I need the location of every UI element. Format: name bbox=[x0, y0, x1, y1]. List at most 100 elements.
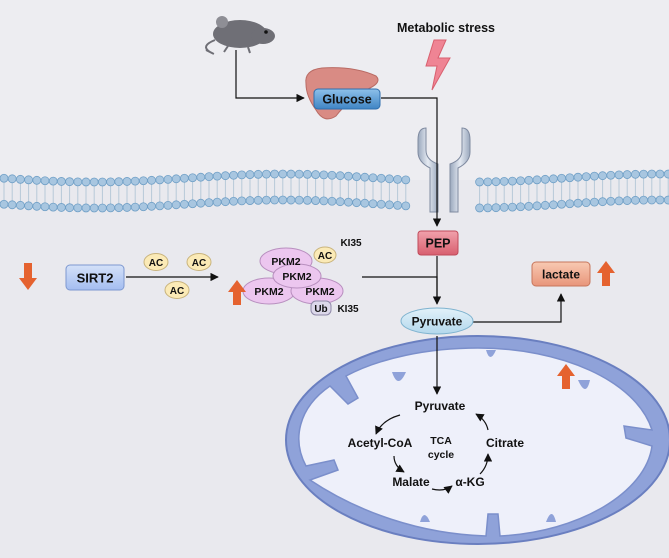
lipid-head bbox=[270, 169, 280, 179]
lipid-head bbox=[278, 169, 288, 179]
pep-label: PEP bbox=[425, 237, 450, 251]
lipid-head bbox=[311, 196, 321, 205]
lipid-head bbox=[261, 195, 271, 205]
lipid-head bbox=[508, 176, 517, 186]
lipid-head bbox=[147, 175, 157, 185]
ub-label: Ub bbox=[314, 304, 327, 315]
lipid-head bbox=[73, 203, 83, 213]
lipid-head bbox=[491, 177, 501, 187]
lipid-head bbox=[114, 177, 124, 187]
lipid-head bbox=[261, 169, 271, 179]
lipid-head bbox=[663, 169, 669, 179]
lipid-head bbox=[524, 201, 534, 211]
lipid-head bbox=[557, 173, 566, 183]
acetyl-coa-label: Acetyl-CoA bbox=[348, 436, 413, 450]
lipid-head bbox=[384, 200, 394, 210]
lipid-head bbox=[376, 173, 386, 183]
lipid-head bbox=[7, 174, 17, 184]
svg-text:AC: AC bbox=[149, 258, 163, 269]
lipid-head bbox=[220, 197, 230, 207]
lipid-head bbox=[155, 175, 165, 185]
lipid-head bbox=[606, 196, 616, 206]
lipid-head bbox=[302, 169, 312, 179]
lipid-head bbox=[532, 175, 542, 185]
pkm2-label: PKM2 bbox=[282, 271, 311, 283]
lipid-head bbox=[475, 177, 485, 187]
lipid-head bbox=[606, 170, 616, 180]
lactate-box: lactate bbox=[531, 261, 591, 287]
tca-arrow-4 bbox=[479, 453, 493, 475]
pkm2-to-pathway-line bbox=[362, 276, 438, 300]
lipid-head bbox=[360, 198, 370, 208]
lipid-head bbox=[401, 175, 411, 185]
lipid-head bbox=[376, 199, 386, 209]
lipid-head bbox=[122, 203, 132, 212]
tca-label: TCA bbox=[430, 435, 452, 447]
lipid-head bbox=[188, 173, 198, 183]
lipid-head bbox=[98, 203, 107, 213]
lipid-head bbox=[647, 169, 657, 179]
lipid-head bbox=[352, 198, 362, 208]
lipid-head bbox=[335, 171, 345, 181]
lipid-head bbox=[639, 195, 648, 205]
lipid-head bbox=[368, 173, 378, 183]
lipid-head bbox=[401, 201, 411, 211]
lipid-head bbox=[499, 203, 509, 212]
lipid-head bbox=[253, 169, 263, 179]
lipid-head bbox=[65, 203, 74, 213]
glucose-label: Glucose bbox=[322, 93, 371, 107]
sirt2-label: SIRT2 bbox=[77, 271, 114, 286]
lipid-head bbox=[475, 203, 485, 213]
lipid-head bbox=[655, 195, 665, 205]
pkm2-tetramer: PKM2 PKM2 PKM2 PKM2 AC Ub KI35 KI35 bbox=[242, 238, 362, 316]
lipid-head bbox=[598, 197, 607, 207]
lipid-head bbox=[15, 174, 25, 184]
lipid-head bbox=[483, 203, 493, 213]
pep-box: PEP bbox=[417, 230, 459, 256]
lipid-head bbox=[516, 176, 525, 186]
svg-text:AC: AC bbox=[170, 286, 184, 297]
mouse-to-glucose-arrow bbox=[235, 50, 305, 103]
lipid-head bbox=[32, 201, 42, 211]
lipid-head bbox=[114, 203, 124, 213]
lipid-head bbox=[155, 201, 165, 211]
lipid-head bbox=[663, 195, 669, 205]
lipid-head bbox=[311, 170, 321, 179]
lipid-head bbox=[89, 177, 99, 187]
lipid-head bbox=[581, 198, 591, 208]
lipid-head bbox=[130, 202, 140, 212]
lipid-head bbox=[15, 200, 25, 210]
lipid-head bbox=[319, 196, 329, 206]
lipid-head bbox=[229, 196, 239, 206]
lipid-head bbox=[360, 172, 370, 182]
ub-tag bbox=[310, 300, 332, 316]
lipid-head bbox=[327, 196, 337, 206]
lipid-head bbox=[631, 169, 640, 179]
ki35-label: KI35 bbox=[340, 238, 362, 249]
tca-arrow-5 bbox=[475, 413, 489, 431]
lipid-head bbox=[393, 174, 403, 184]
lipid-head bbox=[212, 171, 222, 181]
up-arrow-icon bbox=[597, 261, 615, 286]
lipid-head bbox=[179, 173, 189, 183]
lipid-head bbox=[229, 170, 239, 180]
lipid-head bbox=[81, 203, 91, 213]
lipid-head bbox=[516, 202, 525, 212]
lipid-head bbox=[106, 177, 115, 187]
lipid-head bbox=[532, 201, 542, 211]
lipid-head bbox=[590, 197, 599, 207]
lipid-head bbox=[130, 176, 140, 186]
lipid-head bbox=[614, 196, 624, 206]
lipid-head bbox=[655, 169, 665, 179]
akg-label: α-KG bbox=[455, 475, 484, 489]
lipid-head bbox=[32, 175, 42, 185]
lipid-head bbox=[524, 175, 534, 185]
lipid-head bbox=[368, 199, 378, 209]
lipid-head bbox=[220, 171, 230, 181]
up-arrow-icon bbox=[228, 280, 246, 305]
sirt2-box: SIRT2 bbox=[65, 264, 125, 291]
ac-tag: AC bbox=[143, 253, 169, 271]
lipid-head bbox=[196, 172, 206, 182]
